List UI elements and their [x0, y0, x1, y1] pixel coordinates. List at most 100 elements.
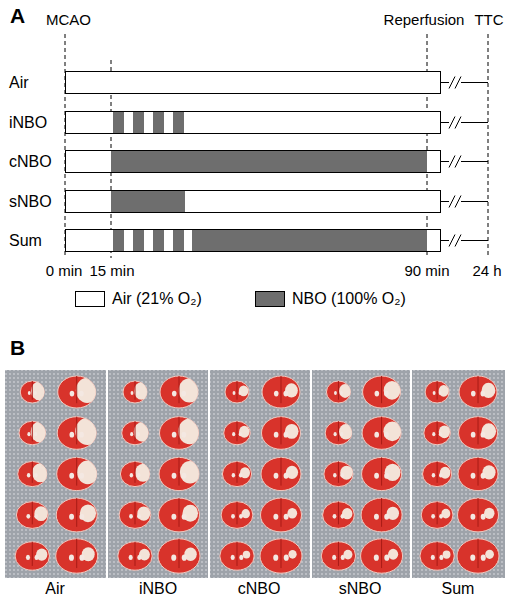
- break-mark: [455, 117, 461, 129]
- timeline-bar: cNBO: [65, 150, 441, 173]
- oxygen-segment: [113, 230, 124, 251]
- event-label: TTC: [474, 11, 503, 28]
- brain-slice: [224, 421, 251, 445]
- break-mark: [441, 240, 449, 241]
- brain-slice: [18, 461, 49, 486]
- break-mark: [441, 161, 449, 162]
- break-mark: [449, 117, 455, 129]
- brain-slice: [118, 542, 152, 570]
- brain-slice: [15, 542, 49, 570]
- brain-slice: [261, 498, 302, 532]
- group-label: Sum: [442, 580, 475, 598]
- photo-panel: [312, 370, 410, 578]
- brain-slice: [363, 376, 401, 408]
- brain-slice: [222, 461, 251, 486]
- brain-slice: [326, 381, 351, 403]
- legend-swatch: [255, 291, 285, 307]
- brain-slice: [361, 539, 403, 573]
- break-mark: [461, 201, 488, 202]
- timeline-bar: iNBO: [65, 111, 441, 134]
- brain-slice: [221, 502, 253, 529]
- brain-slice: [123, 381, 149, 403]
- time-label: 24 h: [472, 262, 501, 279]
- brain-slice: [362, 457, 402, 490]
- brain-slice: [423, 461, 452, 486]
- photo-panel: [412, 370, 505, 578]
- oxygen-segment: [111, 191, 185, 212]
- brain-slice: [458, 457, 498, 490]
- oxygen-segment: [192, 230, 427, 251]
- brain-slice: [159, 457, 200, 490]
- legend-text: NBO (100% O₂): [292, 290, 406, 308]
- brain-slice: [160, 376, 200, 408]
- axis-breaks: [441, 77, 488, 247]
- break-mark: [449, 196, 455, 208]
- brain-slice: [325, 421, 352, 445]
- break-mark: [461, 82, 488, 83]
- row-label: cNBO: [9, 153, 52, 171]
- brain-slice: [57, 417, 99, 450]
- brain-slice-photo: [5, 370, 505, 578]
- brain-slice: [19, 421, 49, 445]
- brain-slice: [261, 457, 301, 490]
- brain-slice: [459, 417, 498, 450]
- legend-text: Air (21% O₂): [112, 290, 202, 308]
- brain-slice: [16, 502, 48, 529]
- dashed-time-line: [427, 34, 428, 258]
- brain-slice: [158, 539, 200, 573]
- event-label: Reperfusion: [384, 11, 465, 28]
- group-label: sNBO: [339, 580, 382, 598]
- oxygen-segment: [153, 112, 164, 133]
- brain-slice: [119, 502, 151, 529]
- brain-slice: [122, 421, 151, 445]
- row-label: Air: [9, 74, 29, 92]
- brain-slice: [58, 376, 99, 408]
- photo-panel: [5, 370, 106, 578]
- photo-panel: [210, 370, 310, 578]
- brain-slice: [225, 381, 249, 403]
- brain-slice: [120, 461, 151, 486]
- break-mark: [449, 156, 455, 168]
- oxygen-segment: [111, 151, 427, 172]
- brain-slice: [361, 498, 402, 532]
- brain-slice: [323, 502, 355, 529]
- oxygen-segment: [153, 230, 164, 251]
- break-mark: [441, 82, 449, 83]
- break-mark: [461, 122, 488, 123]
- oxygen-segment: [173, 230, 184, 251]
- row-label: iNBO: [9, 114, 47, 132]
- break-mark: [455, 77, 461, 89]
- row-label: sNBO: [9, 193, 52, 211]
- group-label: cNBO: [238, 580, 281, 598]
- row-label: Sum: [9, 232, 42, 250]
- dashed-time-line: [488, 34, 489, 258]
- brain-slice: [220, 542, 254, 570]
- legend-swatch: [75, 291, 105, 307]
- break-mark: [455, 196, 461, 208]
- break-mark: [455, 156, 461, 168]
- break-mark: [461, 161, 488, 162]
- brain-slice: [425, 381, 449, 403]
- brain-slice: [459, 376, 497, 408]
- brain-slice: [262, 376, 300, 408]
- time-markers: [65, 34, 488, 258]
- panel-letter: A: [10, 4, 25, 28]
- time-label: 0 min: [46, 262, 83, 279]
- break-mark: [441, 122, 449, 123]
- brain-slice: [262, 417, 301, 450]
- brain-slice: [362, 417, 401, 450]
- group-label: Air: [45, 580, 65, 598]
- oxygen-segment: [173, 112, 184, 133]
- photo-panel: [108, 370, 208, 578]
- break-mark: [455, 235, 461, 247]
- time-label: 15 min: [89, 262, 134, 279]
- time-label: 90 min: [404, 262, 449, 279]
- group-label: iNBO: [139, 580, 177, 598]
- brain-slice: [57, 457, 99, 490]
- break-mark: [441, 201, 449, 202]
- brain-slice: [458, 498, 499, 532]
- brain-slice: [324, 461, 353, 486]
- oxygen-segment: [133, 112, 144, 133]
- brain-slice: [260, 539, 302, 573]
- brain-slice: [56, 498, 97, 532]
